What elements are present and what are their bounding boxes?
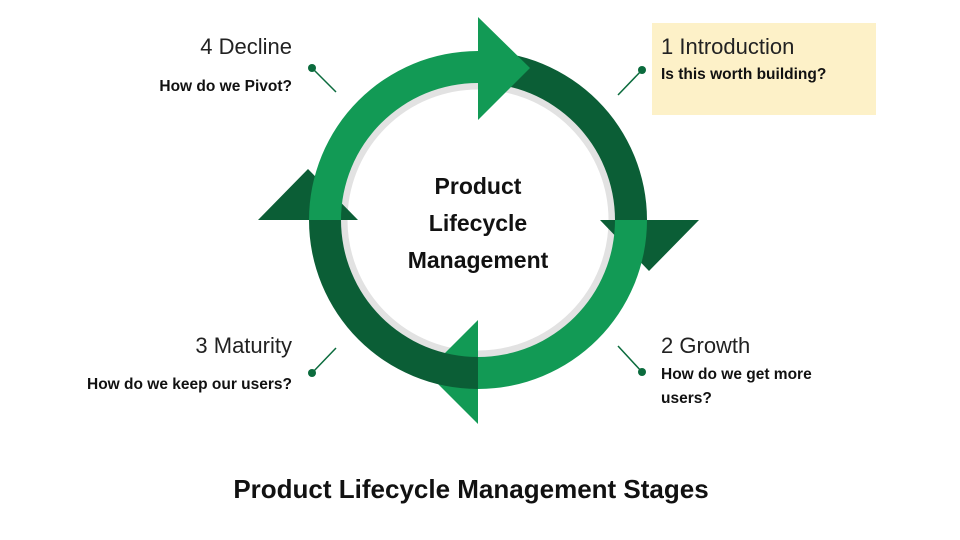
center-title: Product Lifecycle Management — [368, 168, 588, 279]
center-title-line-1: Product — [434, 173, 522, 199]
stage-maturity-name: Maturity — [213, 333, 292, 358]
center-title-line-3: Management — [407, 247, 549, 273]
stage-growth-number: 2 — [661, 333, 674, 358]
connector-maturity — [308, 347, 337, 377]
stage-maturity-question: How do we keep our users? — [87, 376, 292, 393]
stage-growth-name: Growth — [679, 333, 751, 358]
stage-introduction-question: Is this worth building? — [661, 66, 827, 83]
stage-introduction-title: 1 Introduction — [661, 34, 794, 60]
diagram-footer-title: Product Lifecycle Management Stages — [233, 474, 709, 504]
center-title-line-2: Lifecycle — [428, 210, 528, 236]
arrow-segment-maturity — [309, 220, 478, 389]
introduction-highlight-box — [652, 23, 876, 115]
stage-introduction-number: 1 — [661, 34, 674, 59]
connector-growth — [617, 345, 646, 376]
stage-decline-title: 4 Decline — [200, 34, 292, 60]
stage-growth-question: How do we get more users? — [661, 366, 812, 407]
connector-introduction — [617, 66, 646, 96]
arrow-segment-growth — [478, 220, 647, 389]
stage-decline-question: How do we Pivot? — [159, 78, 292, 95]
connector-decline — [308, 64, 337, 93]
arrowhead-decline — [478, 17, 530, 120]
stage-maturity-title: 3 Maturity — [195, 333, 292, 359]
arrow-segment-decline — [309, 51, 478, 220]
stage-decline-name: Decline — [218, 34, 292, 59]
stage-growth-title: 2 Growth — [661, 333, 750, 359]
stage-introduction-name: Introduction — [679, 34, 795, 59]
stage-maturity-number: 3 — [195, 333, 208, 358]
stage-decline-number: 4 — [200, 34, 213, 59]
